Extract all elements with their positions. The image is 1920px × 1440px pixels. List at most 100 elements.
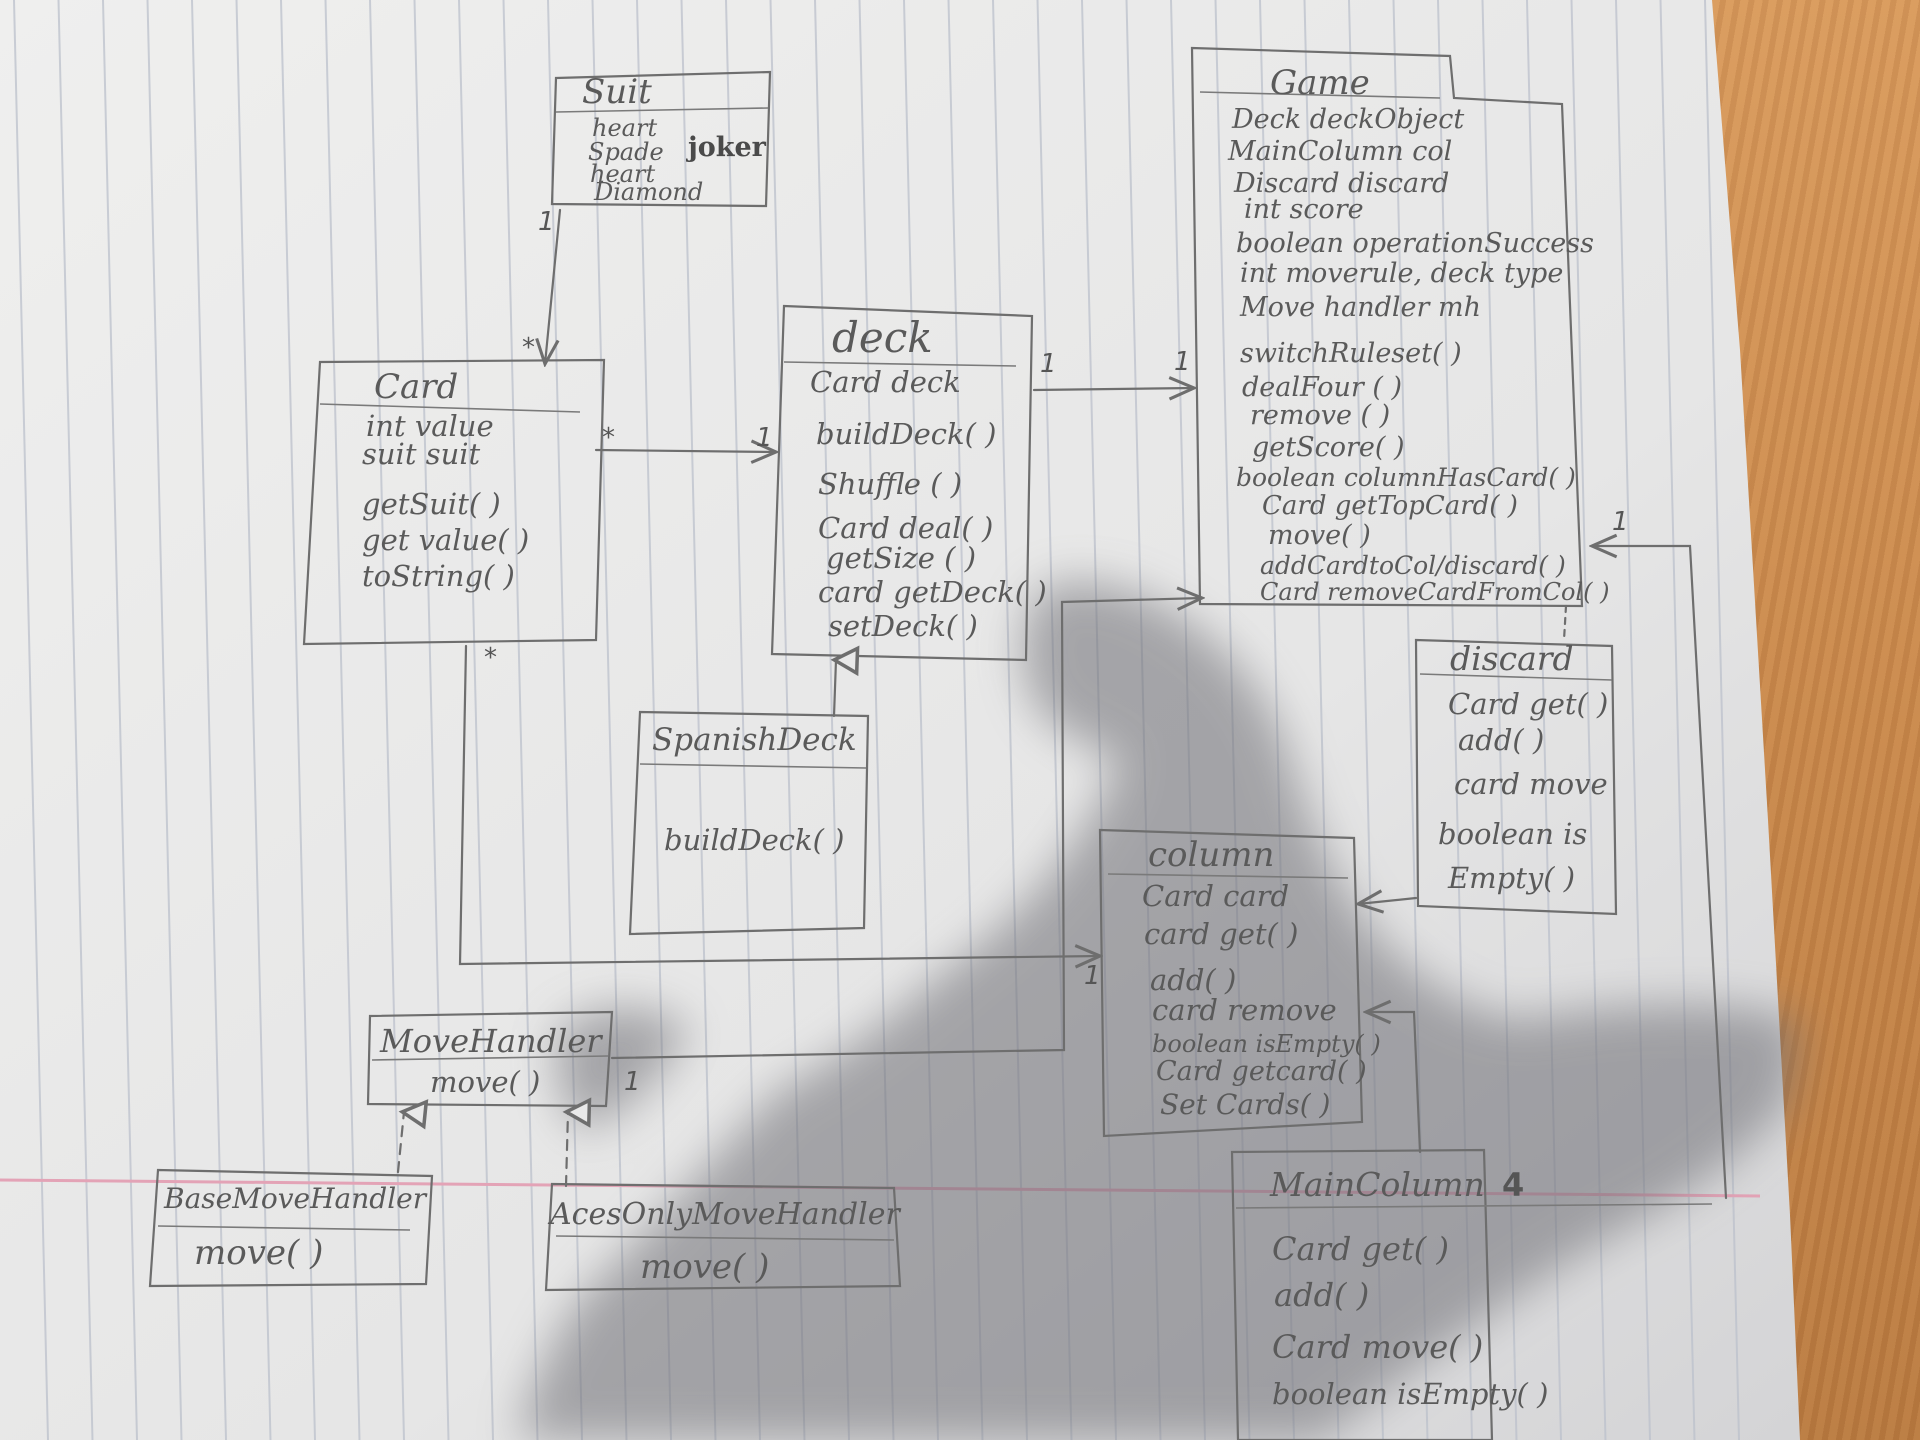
ruled-line [413,0,450,1440]
ruled-line [591,0,628,1440]
suit-line-1: heart [592,114,657,142]
suit-line-2: Spade [588,138,664,166]
game-line-15: addCardtoCol/discard( ) [1260,551,1566,580]
spanish-deck-line-1: buildDeck( ) [664,823,844,857]
column-line-5: boolean isEmpty( ) [1152,1030,1381,1058]
column-line-7: Set Cards( ) [1160,1088,1330,1121]
column-line-6: Card getcard( ) [1156,1056,1367,1087]
ruled-line [324,0,361,1440]
suit-line-4: Diamond [593,178,703,206]
movehandler-game-line [610,598,1202,1060]
ruled-line [458,0,494,1440]
deck-line-7: setDeck( ) [828,609,978,643]
mult-movehandler-right: 1 [624,1067,641,1097]
deck-line-2: buildDeck( ) [816,417,996,451]
ruled-line [235,0,272,1440]
ruled-line [369,0,405,1440]
deck-line-1: Card deck [810,365,961,399]
card-box: Card int value suit suit getSuit( ) get … [302,358,606,646]
ruled-line [57,0,94,1440]
main-column-line-3: Card move( ) [1272,1328,1483,1366]
deck-game-arrow [1032,388,1194,390]
deck-line-6: card getDeck( ) [818,575,1047,609]
card-line-4: get value( ) [362,523,529,557]
main-column-box: MainColumn Card get( ) add( ) Card move(… [1230,1148,1713,1440]
game-discard-dashed [1562,604,1568,642]
discard-title: discard [1450,639,1574,678]
suit-line-3: heart [590,160,655,188]
mult-card-deck-right: 1 [756,423,773,453]
game-line-13: Card getTopCard( ) [1262,491,1518,521]
main-column-title: MainColumn [1269,1165,1485,1204]
suit-title: Suit [582,72,652,112]
mult-maincolumn-count: 4 [1502,1166,1524,1204]
game-line-10: remove ( ) [1250,400,1390,431]
game-line-9: dealFour ( ) [1242,372,1402,403]
game-line-4: int score [1244,194,1364,225]
mult-deck-game-right: 1 [1174,347,1191,377]
game-title: Game [1270,63,1370,103]
main-column-line-1: Card get( ) [1272,1230,1449,1268]
aces-movehandler-realization [562,1097,592,1188]
spanish-deck-title: SpanishDeck [652,722,857,758]
multiplicity-labels: 1 * * 1 1 1 * 1 1 1 4 [484,207,1629,1204]
ruled-line [502,0,539,1440]
spanish-deck-box: SpanishDeck buildDeck( ) [628,710,870,936]
column-line-4: card remove [1152,993,1337,1027]
maincolumn-column-arrow [1366,1012,1422,1154]
game-line-6: int moverule, deck type [1240,258,1563,289]
game-line-12: boolean columnHasCard( ) [1236,463,1576,492]
game-line-5: boolean operationSuccess [1236,228,1594,259]
game-line-8: switchRuleset( ) [1240,338,1462,369]
mult-card-column: * [484,643,497,673]
mult-suit-card-top: 1 [538,207,555,237]
move-handler-line-1: move( ) [430,1065,540,1099]
ruled-line [547,0,583,1440]
card-line-2: suit suit [362,437,481,471]
card-line-3: getSuit( ) [362,487,501,521]
base-movehandler-realization [396,1099,429,1174]
main-column-line-4: boolean isEmpty( ) [1272,1377,1548,1411]
suit-box: Suit heart Spade heart Diamond joker [550,70,772,208]
suit-extra-joker: joker [686,132,767,163]
card-deck-arrow [594,450,776,452]
game-line-16: Card removeCardFromCol( ) [1260,578,1609,606]
ruled-line [1704,0,1740,1440]
connectors [396,208,1728,1200]
move-handler-title: MoveHandler [379,1022,603,1060]
column-line-2: card get( ) [1144,917,1298,951]
card-column-line [458,644,1100,964]
card-title: Card [374,367,458,407]
aces-only-move-handler-title: AcesOnlyMoveHandler [547,1197,901,1232]
ruled-line [146,0,183,1440]
deck-line-5: getSize ( ) [826,541,976,575]
base-move-handler-line-1: move( ) [194,1233,323,1273]
column-line-1: Card card [1142,879,1289,913]
column-box: column Card card card get( ) add( ) card… [1098,828,1381,1138]
mult-column-left: 1 [1084,961,1101,991]
deck-line-3: Shuffle ( ) [818,467,962,501]
base-move-handler-title: BaseMoveHandler [163,1182,428,1215]
discard-line-3: card move [1454,767,1608,801]
discard-box: discard Card get( ) add( ) card move boo… [1414,638,1618,916]
deck-title: deck [832,313,933,362]
ruled-line [102,0,138,1440]
card-line-1: int value [366,409,494,443]
discard-line-4: boolean is [1438,817,1587,851]
move-handler-box: MoveHandler move( ) [366,1010,614,1108]
game-line-7: Move handler mh [1239,292,1481,323]
ruled-line [13,0,49,1440]
spanishdeck-deck-inheritance [830,645,860,718]
ruled-line [191,0,227,1440]
column-title: column [1148,835,1274,875]
card-line-5: toString( ) [362,559,515,593]
aces-only-move-handler-box: AcesOnlyMoveHandler move( ) [544,1182,901,1292]
mult-deck-game-left: 1 [1040,349,1057,379]
discard-line-1: Card get( ) [1448,687,1608,721]
ruled-line [280,0,316,1440]
ruled-line [1659,0,1696,1440]
game-line-1: Deck deckObject [1231,104,1464,135]
main-column-line-2: add( ) [1274,1276,1369,1314]
suit-card-arrow [545,208,562,364]
